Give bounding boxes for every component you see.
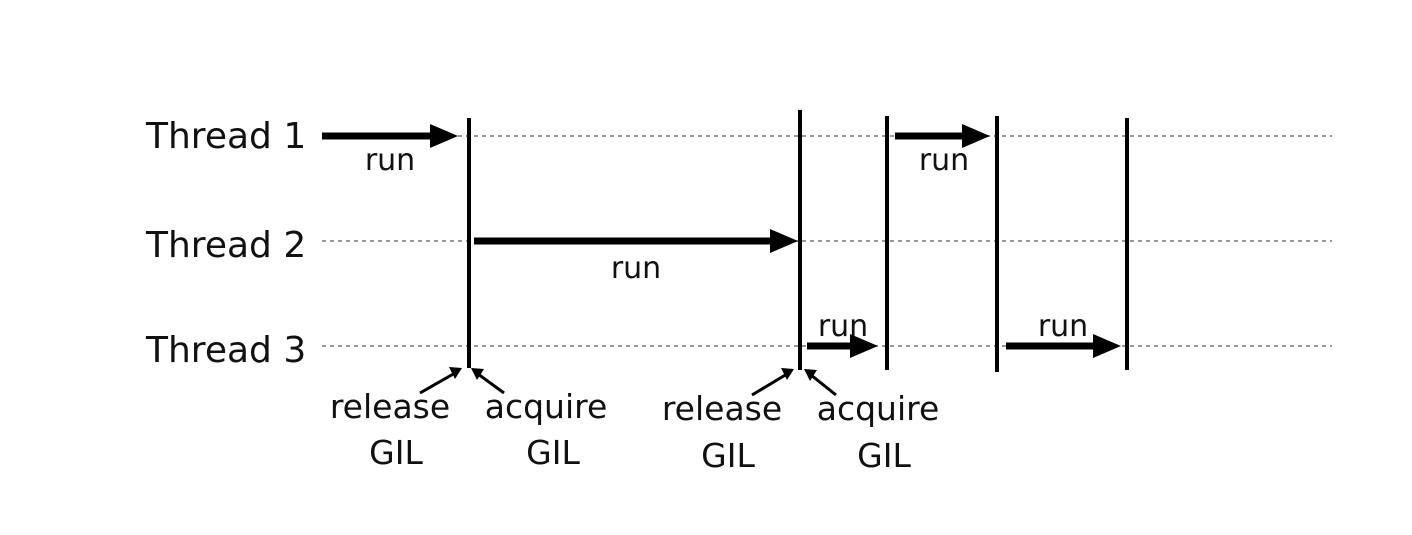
arrowhead-icon [449, 367, 462, 379]
thread-3-label: Thread 3 [145, 330, 306, 371]
release-label: release [662, 389, 782, 428]
release-pointer-arrow [751, 372, 788, 397]
run-arrow-thread-3-first: run [807, 309, 878, 358]
release-gil-label: GIL [701, 436, 755, 475]
lane-thread-3: Thread 3 [145, 330, 1332, 371]
release-label: release [330, 387, 450, 426]
arrowhead-icon [471, 368, 484, 380]
run-label: run [818, 309, 868, 344]
arrowhead-icon [430, 124, 458, 148]
acquire-gil-label: GIL [857, 436, 911, 475]
arrowhead-icon [770, 229, 798, 253]
run-arrow-thread-1-first: run [322, 124, 458, 178]
run-label: run [1038, 309, 1088, 344]
thread-2-label: Thread 2 [145, 225, 306, 266]
thread-1-label: Thread 1 [145, 116, 306, 157]
lane-thread-1: Thread 1 [145, 116, 1332, 157]
run-arrow-thread-1-second: run [895, 124, 990, 178]
run-arrow-thread-3-second: run [1006, 309, 1121, 358]
arrowhead-icon [962, 124, 990, 148]
run-label: run [919, 143, 969, 178]
run-label: run [365, 143, 415, 178]
arrowhead-icon [850, 334, 878, 358]
acquire-label: acquire [817, 389, 940, 428]
arrowhead-icon [1093, 334, 1121, 358]
release-pointer-arrow [419, 371, 456, 395]
arrowhead-icon [781, 368, 794, 380]
release-gil-label: GIL [369, 433, 423, 472]
acquire-label: acquire [485, 387, 608, 426]
arrowhead-icon [804, 369, 817, 381]
acquire-pointer-arrow [477, 372, 505, 395]
acquire-pointer-arrow [810, 373, 837, 397]
gil-event-2: release GIL acquire GIL [662, 368, 939, 475]
run-label: run [611, 251, 661, 286]
run-arrow-thread-2: run [474, 229, 798, 286]
gil-event-1: release GIL acquire GIL [330, 367, 607, 472]
acquire-gil-label: GIL [526, 433, 580, 472]
lane-thread-2: Thread 2 [145, 225, 1332, 266]
